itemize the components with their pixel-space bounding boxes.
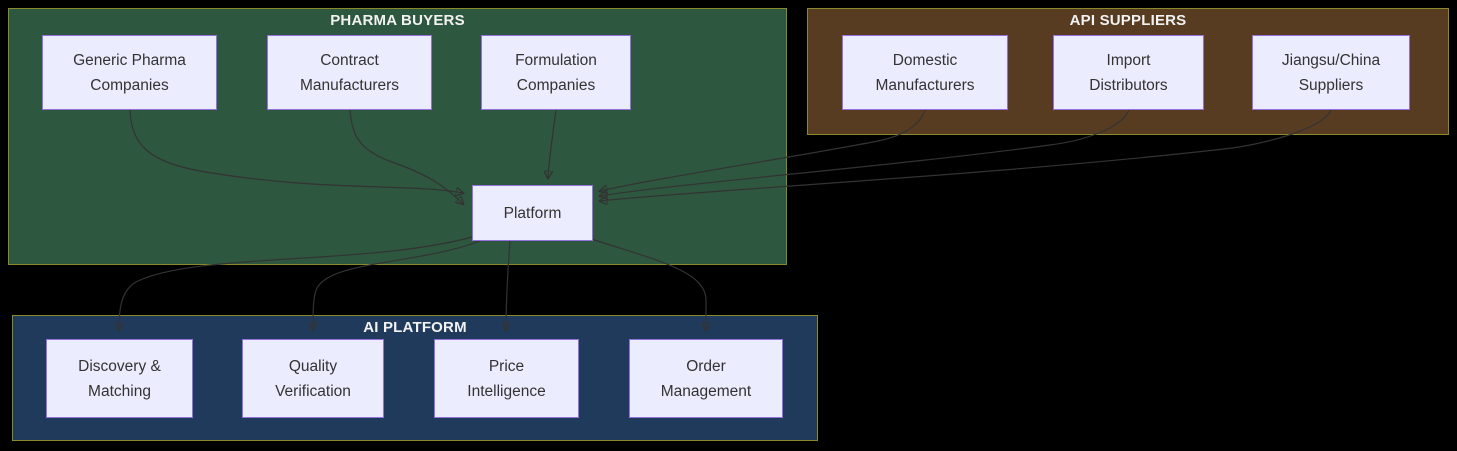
node-label: Distributors [1089, 76, 1168, 94]
node-label: Discovery & [78, 357, 161, 375]
node-label: Import [1106, 51, 1151, 69]
cluster-pharma-buyers-label: PHARMA BUYERS [330, 12, 465, 29]
node-label: Jiangsu/China [1281, 51, 1381, 69]
node-label: Management [660, 382, 752, 400]
node-generic-pharma-companies: Generic Pharma Companies [42, 35, 217, 110]
node-contract-manufacturers: Contract Manufacturers [267, 35, 432, 110]
node-label: Manufacturers [875, 76, 975, 94]
node-label: Companies [90, 76, 169, 94]
node-label: Verification [275, 382, 351, 400]
cluster-api-suppliers-label: API SUPPLIERS [1069, 12, 1187, 29]
node-label: Companies [516, 76, 596, 94]
node-label: Suppliers [1298, 76, 1364, 94]
node-label: Intelligence [467, 382, 546, 400]
node-formulation-companies: Formulation Companies [481, 35, 631, 110]
node-order-management: Order Management [629, 339, 783, 418]
node-label: Matching [88, 382, 151, 400]
node-label: Quality [288, 357, 338, 375]
node-label: Price [488, 357, 525, 375]
node-label: Platform [503, 204, 562, 222]
cluster-ai-platform-label: AI PLATFORM [363, 319, 467, 336]
node-label: Contract [320, 51, 379, 69]
node-domestic-manufacturers: Domestic Manufacturers [842, 35, 1008, 110]
node-label: Formulation [515, 51, 597, 69]
node-jiangsu-china-suppliers: Jiangsu/China Suppliers [1252, 35, 1410, 110]
node-platform: Platform [472, 185, 593, 241]
node-price-intelligence: Price Intelligence [434, 339, 579, 418]
node-discovery-matching: Discovery & Matching [46, 339, 193, 418]
node-quality-verification: Quality Verification [242, 339, 384, 418]
node-label: Domestic [892, 51, 958, 69]
node-label: Generic Pharma [73, 51, 186, 69]
node-label: Order [686, 357, 726, 375]
node-import-distributors: Import Distributors [1053, 35, 1204, 110]
node-label: Manufacturers [299, 76, 400, 94]
